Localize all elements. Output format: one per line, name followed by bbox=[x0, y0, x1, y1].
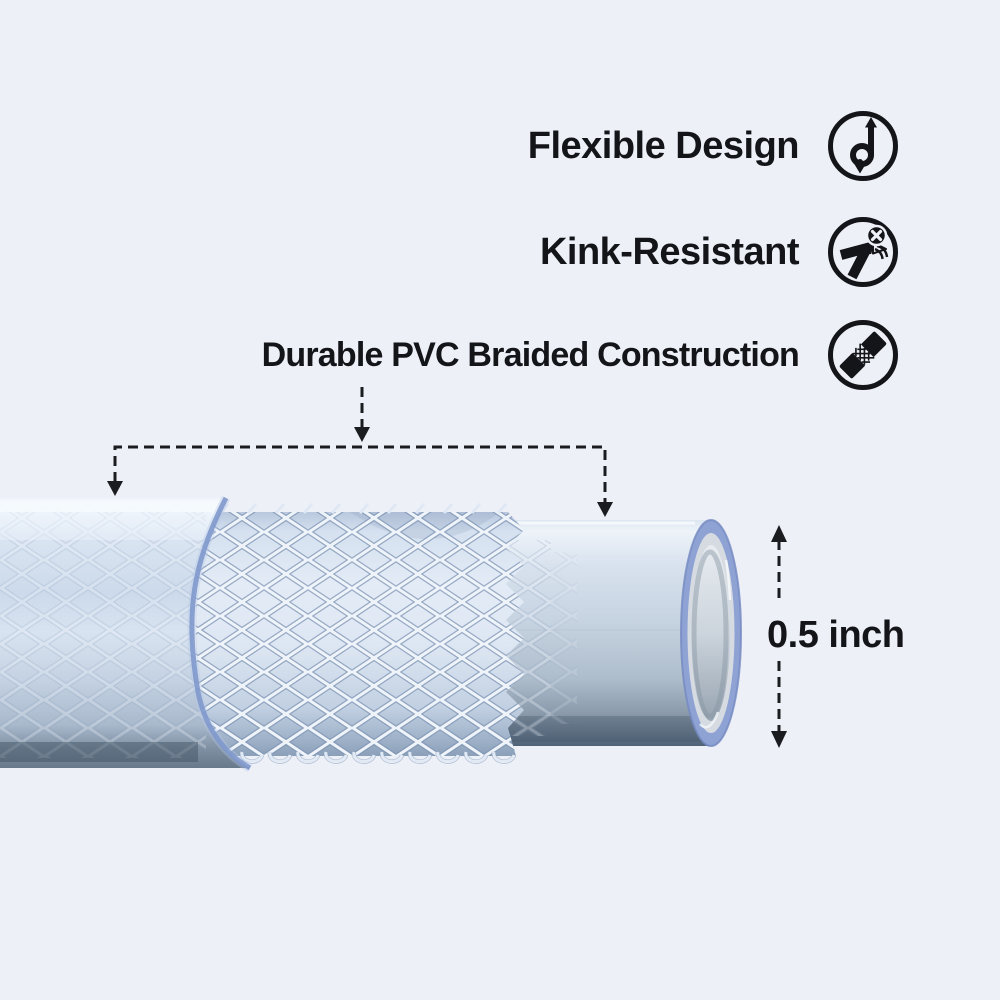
feature-kink-resistant: Kink-Resistant bbox=[540, 216, 899, 288]
hose-braid-section bbox=[196, 503, 524, 764]
arrowhead-down-center bbox=[354, 427, 370, 442]
feature-label: Durable PVC Braided Construction bbox=[261, 336, 800, 374]
arrowhead-up-dimension bbox=[771, 525, 787, 542]
feature-label: Flexible Design bbox=[527, 125, 800, 167]
dimension-label: 0.5 inch bbox=[767, 614, 905, 656]
hose-open-end bbox=[680, 519, 742, 747]
arrowhead-down-dimension bbox=[771, 731, 787, 748]
feature-label: Kink-Resistant bbox=[539, 231, 800, 273]
arrowhead-down-right bbox=[597, 502, 613, 517]
feature-braided-construction: Durable PVC Braided Construction bbox=[262, 319, 899, 391]
hose-outer-layer bbox=[0, 495, 253, 772]
arrowhead-down-left bbox=[107, 481, 123, 496]
kink-resistant-icon bbox=[828, 217, 898, 287]
braided-construction-icon bbox=[828, 320, 898, 390]
feature-flexible-design: Flexible Design bbox=[528, 110, 899, 182]
hose-inner-tube bbox=[505, 520, 741, 746]
flexible-design-icon bbox=[828, 111, 898, 181]
callout-bracket bbox=[113, 445, 607, 503]
